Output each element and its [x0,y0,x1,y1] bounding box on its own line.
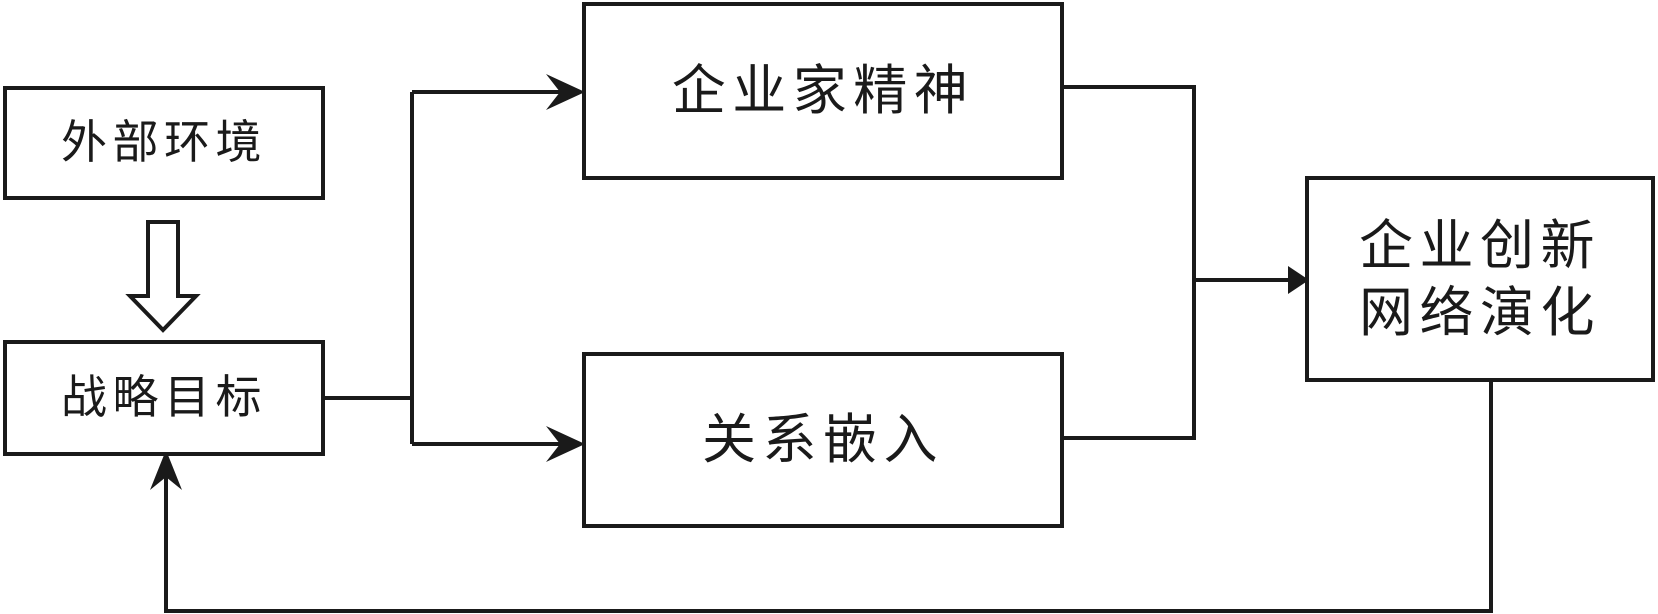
entrepreneurship-label: 企业家精神 [671,59,975,123]
feedback-loop-line [164,382,1493,613]
relational-embedding-box: 关系嵌入 [582,352,1064,528]
arrowhead-innovation-network [1288,266,1309,294]
arrowhead-feedback [150,450,182,490]
arrowhead-relational-embedding [546,426,585,462]
innovation-network-label-line1: 企业创新 [1359,213,1601,277]
external-environment-box: 外部环境 [3,86,325,200]
strategic-goal-label: 战略目标 [60,370,268,425]
relational-embedding-label: 关系嵌入 [702,408,944,472]
hollow-down-arrow [125,220,201,333]
arrowhead-entrepreneurship [546,74,585,110]
innovation-network-box: 企业创新 网络演化 [1305,176,1655,382]
external-environment-label: 外部环境 [60,115,268,170]
innovation-network-label-line2: 网络演化 [1359,281,1601,344]
strategic-goal-box: 战略目标 [3,340,325,456]
innovation-network-label: 企业创新 网络演化 [1359,212,1601,347]
entrepreneurship-box: 企业家精神 [582,2,1064,180]
